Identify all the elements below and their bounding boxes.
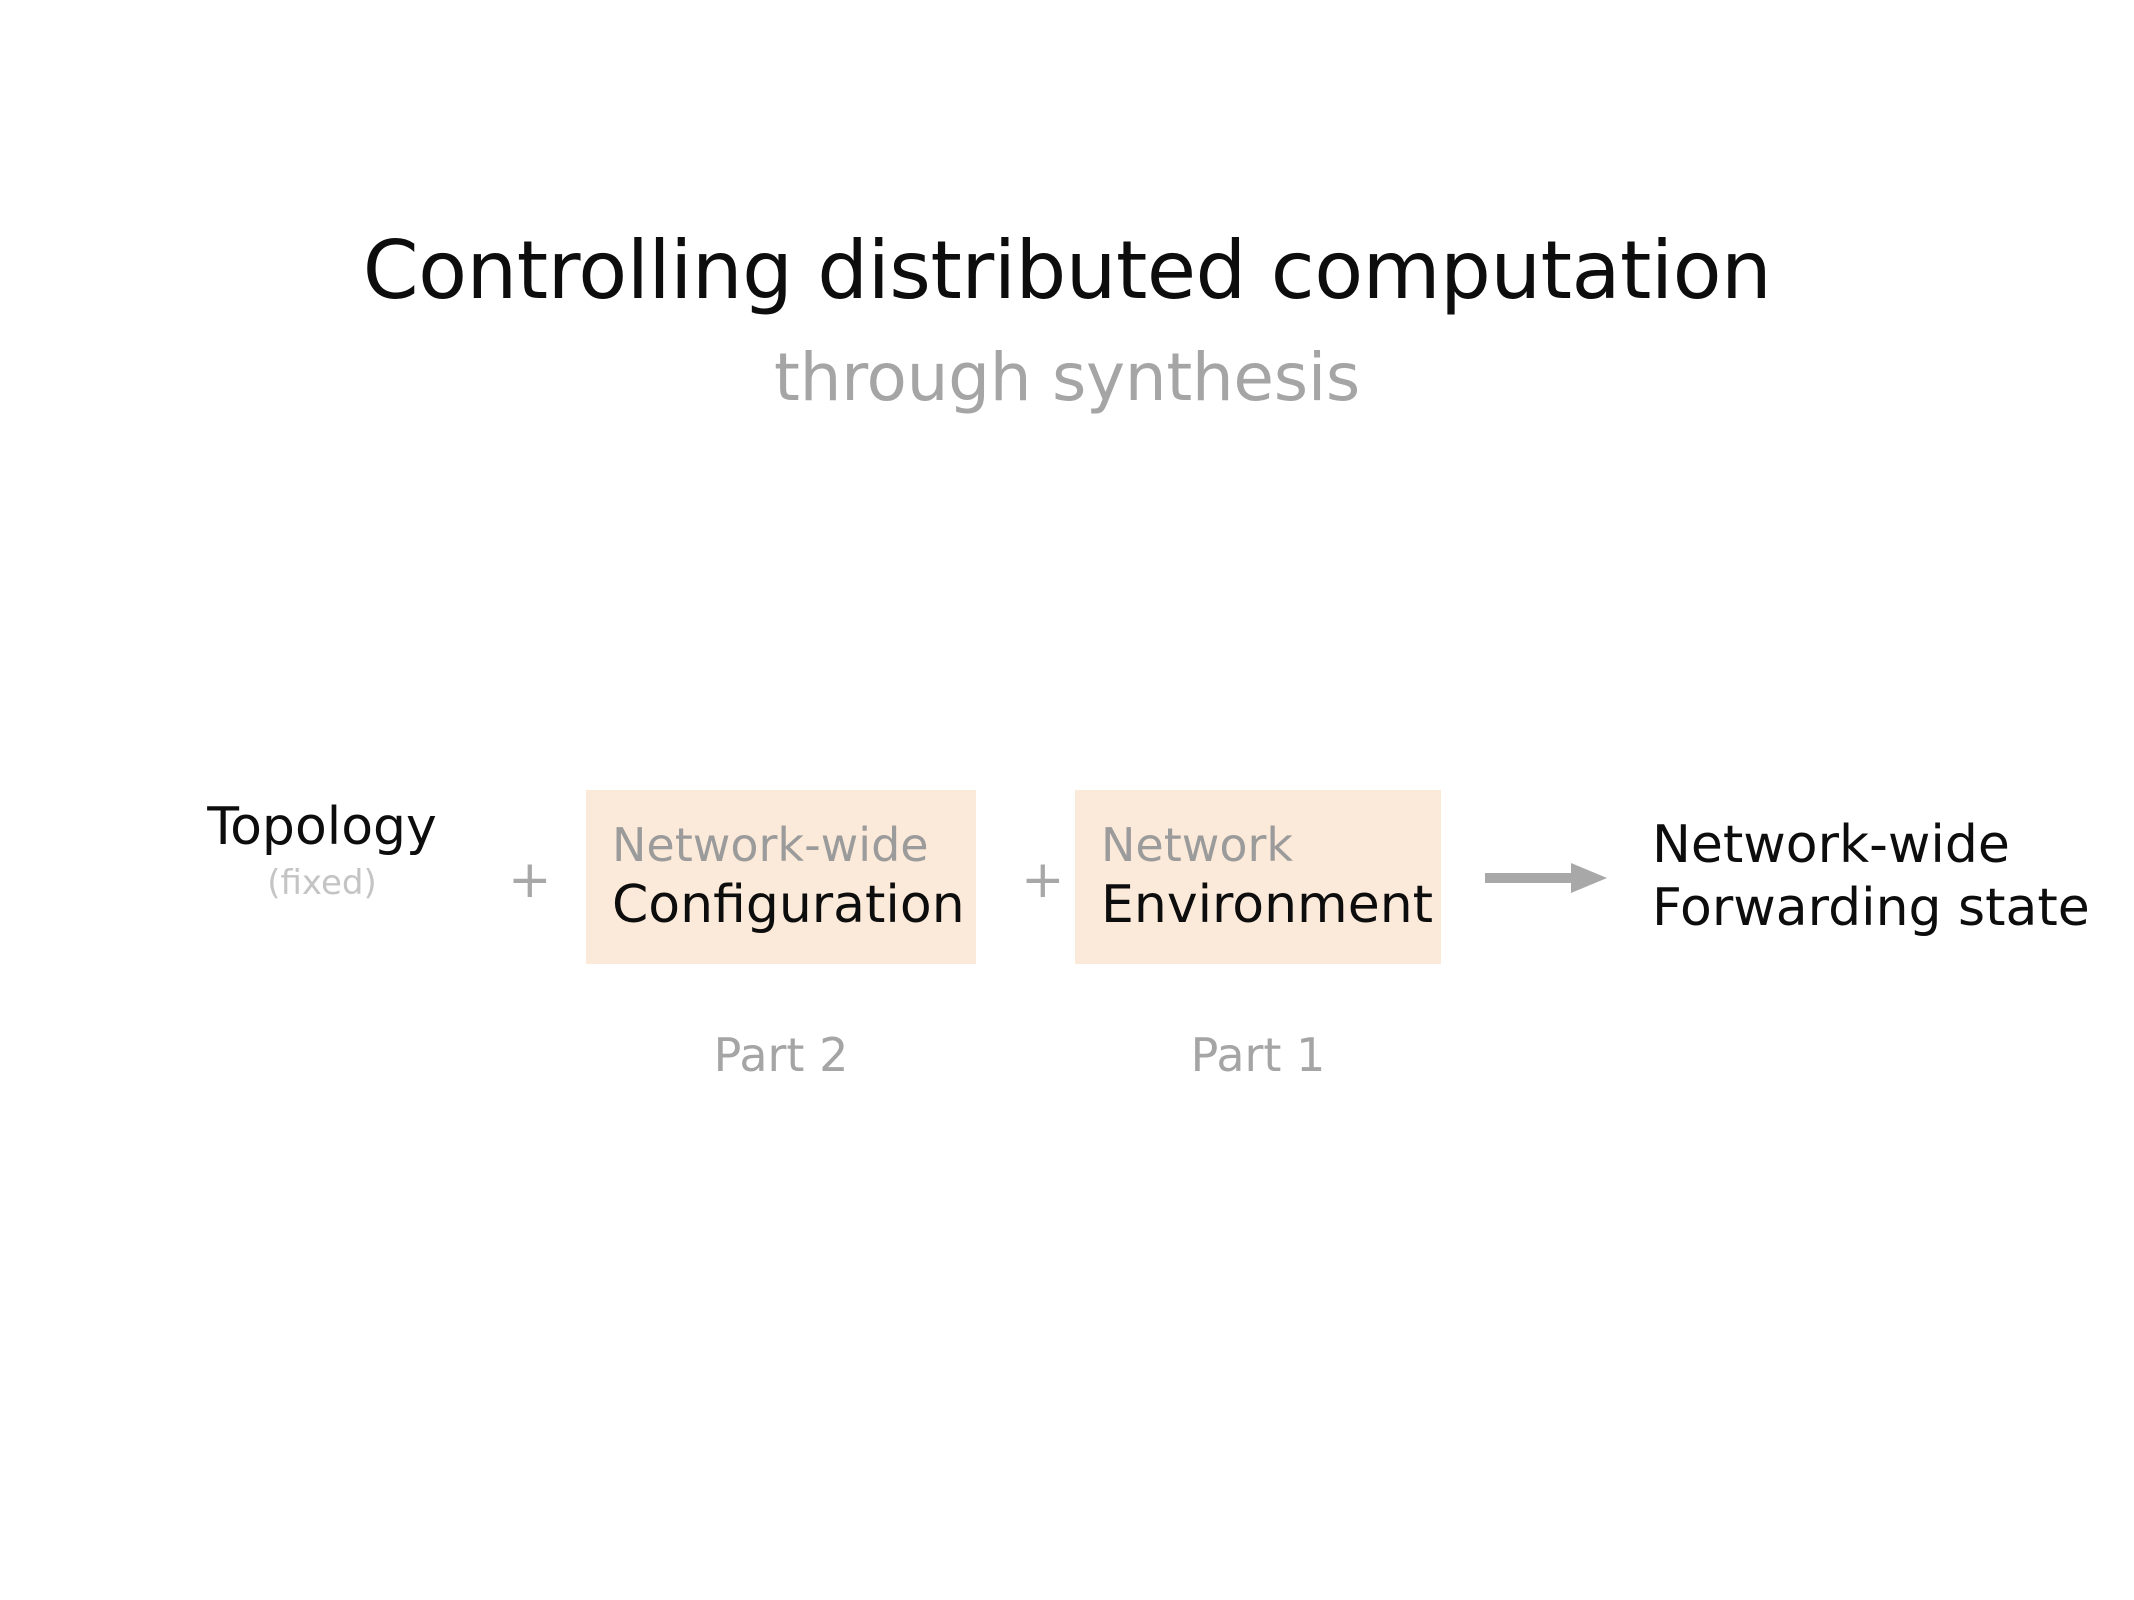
term-result: Network-wide Forwarding state (1652, 790, 2092, 964)
term-environment: Network Environment (1075, 790, 1441, 964)
plus-operator-1: + (508, 850, 552, 910)
term-configuration: Network-wide Configuration (586, 790, 976, 964)
configuration-value: Configuration (612, 875, 965, 936)
equation-row: Topology (fixed) + Network-wide Configur… (0, 790, 2134, 970)
term-topology: Topology (fixed) (198, 790, 446, 964)
topology-qualifier: (fixed) (267, 863, 377, 904)
result-line-1: Network-wide (1652, 814, 2010, 875)
caption-part-1: Part 1 (1190, 1028, 1326, 1082)
page-subtitle: through synthesis (774, 339, 1360, 417)
result-line-2: Forwarding state (1652, 878, 2090, 938)
page-title: Controlling distributed computation (362, 224, 1772, 317)
topology-label: Topology (207, 797, 437, 857)
right-arrow-icon (1485, 863, 1607, 893)
environment-scope-label: Network (1101, 817, 1294, 872)
configuration-scope-label: Network-wide (612, 817, 929, 872)
environment-value: Environment (1101, 875, 1434, 936)
caption-part-2: Part 2 (713, 1028, 849, 1082)
title-block: Controlling distributed computation thro… (0, 224, 2134, 417)
plus-operator-2: + (1021, 850, 1065, 910)
